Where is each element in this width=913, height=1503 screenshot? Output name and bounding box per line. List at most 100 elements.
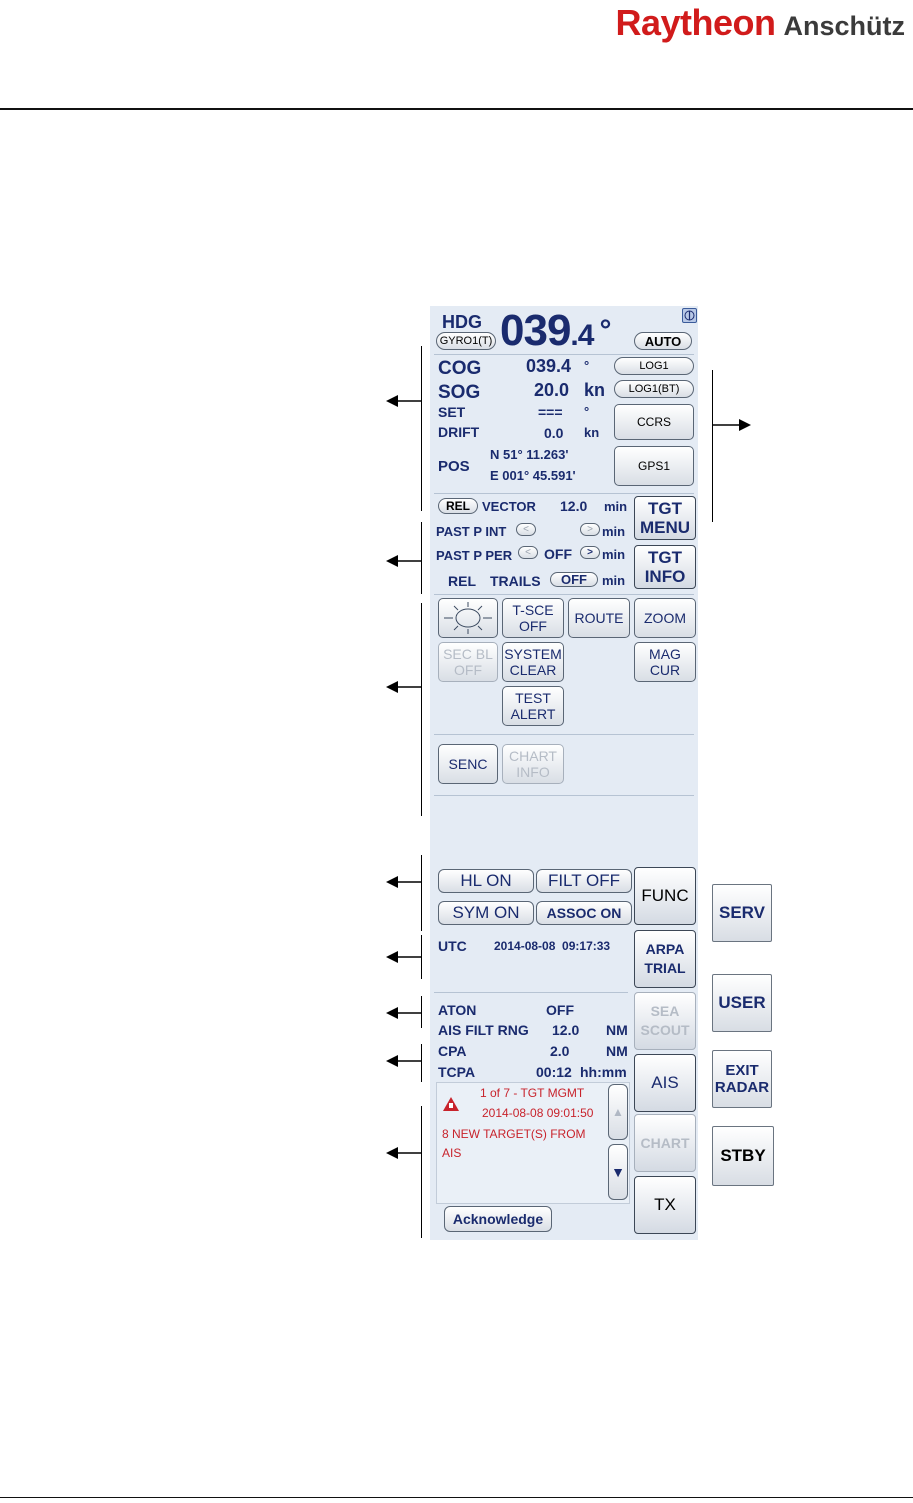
- brilliance-button[interactable]: [438, 598, 498, 638]
- vector-label: VECTOR: [482, 499, 536, 514]
- callout-bracket-functions: [421, 603, 422, 816]
- zoom-button[interactable]: ZOOM: [634, 598, 696, 638]
- pos-label: POS: [438, 458, 470, 475]
- test-alert-button[interactable]: TEST ALERT: [502, 686, 564, 726]
- tgt-info-button[interactable]: TGT INFO: [634, 545, 696, 589]
- user-button[interactable]: USER: [712, 974, 772, 1032]
- alert-scroll-up-button[interactable]: ▲: [608, 1084, 628, 1140]
- past-per-decrease-button[interactable]: <: [518, 546, 538, 559]
- callout-bracket-display: [421, 855, 422, 931]
- past-int-increase-button[interactable]: >: [580, 523, 600, 536]
- arpa-trial-button[interactable]: ARPA TRIAL: [634, 930, 696, 988]
- stby-button[interactable]: STBY: [712, 1126, 774, 1186]
- gyro-source-button[interactable]: GYRO1(T): [436, 332, 496, 350]
- past-per-unit: min: [602, 547, 626, 562]
- callout-arrow-left-icon: [386, 395, 422, 407]
- pos-latitude: N 51° 11.263': [490, 447, 569, 462]
- hl-on-button[interactable]: HL ON: [438, 869, 534, 893]
- callout-bracket-ais: [421, 996, 422, 1028]
- callout-arrow-left-icon: [386, 555, 422, 567]
- alert-time: 2014-08-08 09:01:50: [482, 1106, 594, 1120]
- cog-unit: °: [584, 358, 590, 373]
- tcpa-value: 00:12: [536, 1064, 572, 1080]
- alert-scroll-down-button[interactable]: ▼: [608, 1144, 628, 1200]
- triangle-up-icon: ▲: [612, 1105, 624, 1119]
- past-per-value: OFF: [544, 546, 572, 562]
- alert-counter: 1 of 7 - TGT MGMT: [480, 1086, 585, 1100]
- callout-arrow-left-icon: [386, 951, 422, 963]
- past-per-increase-button[interactable]: >: [580, 546, 600, 559]
- divider: [434, 493, 694, 494]
- senc-button[interactable]: SENC: [438, 744, 498, 784]
- utc-value: 2014-08-08 09:17:33: [494, 939, 611, 953]
- divider: [434, 795, 694, 796]
- divider: [434, 354, 694, 355]
- filt-off-button[interactable]: FILT OFF: [536, 869, 632, 893]
- cpa-unit: NM: [606, 1043, 628, 1059]
- drift-value: 0.0: [544, 425, 564, 441]
- aton-value: OFF: [546, 1002, 574, 1018]
- trails-rel-label: REL: [448, 573, 476, 589]
- drift-label: DRIFT: [438, 424, 480, 440]
- cpa-label: CPA: [438, 1043, 467, 1059]
- auto-mode-button[interactable]: AUTO: [634, 332, 692, 350]
- log1bt-button[interactable]: LOG1(BT): [614, 380, 694, 398]
- tgt-menu-button[interactable]: TGT MENU: [634, 496, 696, 540]
- utc-label: UTC: [438, 938, 467, 954]
- callout-arrow-left-icon: [386, 1007, 422, 1019]
- callout-arrow-right-icon: [712, 419, 751, 431]
- alert-panel: [436, 1082, 630, 1204]
- hdg-label: HDG: [442, 312, 482, 332]
- past-int-decrease-button[interactable]: <: [516, 523, 536, 536]
- sea-scout-button[interactable]: SEA SCOUT: [634, 992, 696, 1050]
- vector-value: 12.0: [560, 498, 588, 514]
- ais-filt-rng-label: AIS FILT RNG: [438, 1022, 529, 1038]
- mag-cur-button[interactable]: MAG CUR: [634, 642, 696, 682]
- rel-vector-button[interactable]: REL: [438, 498, 478, 514]
- acknowledge-button[interactable]: Acknowledge: [444, 1206, 552, 1232]
- trails-toggle-button[interactable]: OFF: [550, 572, 598, 587]
- chart-button[interactable]: CHART: [634, 1114, 696, 1172]
- sec-bl-button[interactable]: SEC BL OFF: [438, 642, 498, 682]
- triangle-down-icon: ▼: [611, 1164, 625, 1180]
- func-button[interactable]: FUNC: [634, 867, 696, 925]
- ais-filt-rng-value: 12.0: [552, 1022, 580, 1038]
- route-button[interactable]: ROUTE: [568, 598, 630, 638]
- chart-info-button[interactable]: CHART INFO: [502, 744, 564, 784]
- sog-value: 20.0: [534, 380, 570, 400]
- callout-arrow-left-icon: [386, 876, 422, 888]
- cog-label: COG: [438, 358, 482, 379]
- callout-bracket-sensors: [712, 370, 713, 522]
- info-icon[interactable]: [682, 308, 697, 323]
- gps1-button[interactable]: GPS1: [614, 446, 694, 486]
- heading-value: 039.4°: [500, 306, 611, 355]
- logo-raytheon: Raytheon: [615, 2, 776, 43]
- exit-radar-button[interactable]: EXIT RADAR: [712, 1050, 772, 1108]
- ais-button[interactable]: AIS: [634, 1054, 696, 1112]
- ccrs-button[interactable]: CCRS: [614, 404, 694, 440]
- log1-button[interactable]: LOG1: [614, 357, 694, 375]
- callout-arrow-left-icon: [386, 1055, 422, 1067]
- callout-bracket-nav: [421, 346, 422, 511]
- callout-arrow-left-icon: [386, 681, 422, 693]
- sym-on-button[interactable]: SYM ON: [438, 901, 534, 925]
- callout-bracket-cpa: [421, 1044, 422, 1082]
- sog-label: SOG: [438, 382, 481, 403]
- vector-unit: min: [604, 499, 628, 514]
- t-sce-button[interactable]: T-SCE OFF: [502, 598, 564, 638]
- radar-control-panel: HDG GYRO1(T) 039.4° AUTO COG 039.4 ° LOG…: [430, 306, 698, 1240]
- divider: [434, 594, 694, 595]
- past-int-label: PAST P INT: [436, 524, 507, 539]
- tx-button[interactable]: TX: [634, 1176, 696, 1234]
- serv-button[interactable]: SERV: [712, 884, 772, 942]
- divider: [434, 992, 628, 993]
- tcpa-unit: hh:mm: [580, 1064, 627, 1080]
- system-clear-button[interactable]: SYSTEM CLEAR: [502, 642, 564, 682]
- sog-unit: kn: [584, 380, 606, 400]
- aton-label: ATON: [438, 1002, 477, 1018]
- callout-bracket-vector: [421, 522, 422, 594]
- assoc-on-button[interactable]: ASSOC ON: [536, 901, 632, 925]
- ais-filt-rng-unit: NM: [606, 1022, 628, 1038]
- alert-message-cont: AIS: [442, 1146, 462, 1160]
